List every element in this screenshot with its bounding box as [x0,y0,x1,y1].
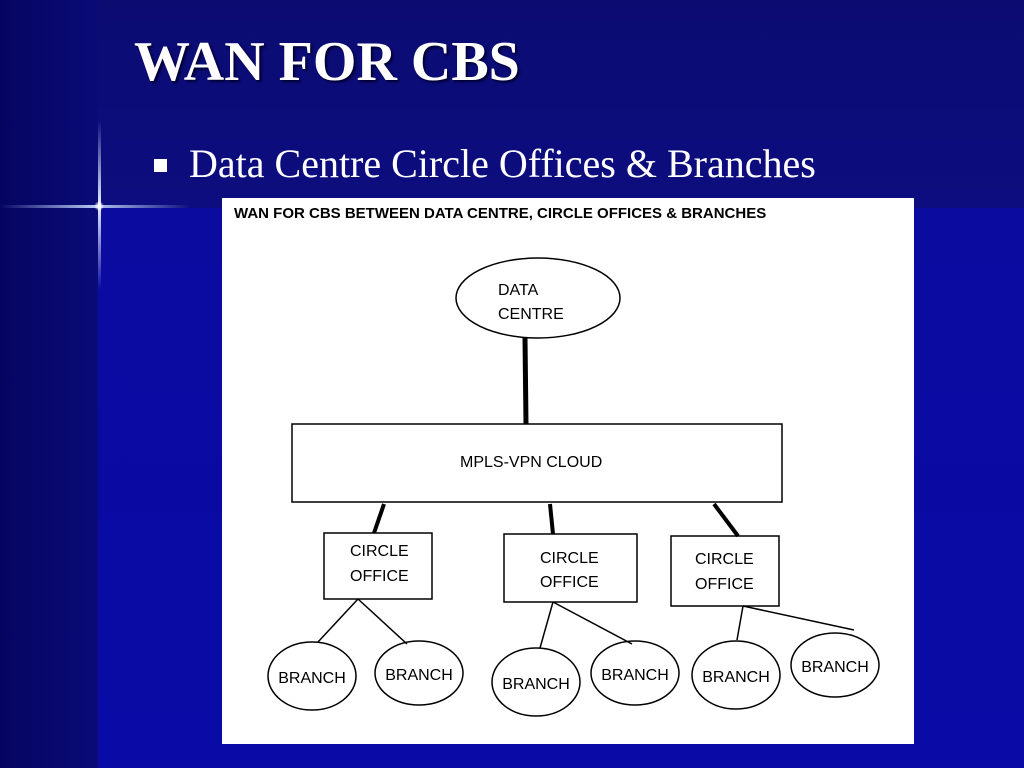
link-office3-branch2 [742,605,855,631]
wan-diagram-svg: WAN FOR CBS BETWEEN DATA CENTRE, CIRCLE … [234,205,880,717]
circle-office-1-box [323,532,433,600]
link-datacentre-cloud [522,337,529,425]
bullet-text: Data Centre Circle Offices & Branches [189,141,816,186]
data-centre-label-line1: DATA [498,282,539,299]
link-cloud-circle-office-3 [712,502,740,538]
branch-1-2-node [374,640,464,706]
circle-office-1-label-line1: CIRCLE [350,543,409,560]
circle-office-2-box [503,533,638,603]
branch-3-2: BRANCH [790,632,880,698]
branch-3-2-label: BRANCH [801,659,869,676]
data-centre-label-line2: CENTRE [498,306,564,323]
branch-3-1-label: BRANCH [702,669,770,686]
branch-2-1-label: BRANCH [502,676,570,693]
circle-office-1: CIRCLE OFFICE [323,532,433,600]
circle-office-2: CIRCLE OFFICE [503,533,638,603]
branch-3-2-node [790,632,880,698]
data-centre-node [455,257,621,339]
mpls-vpn-cloud-node [291,423,783,503]
circle-office-3-box [670,535,780,607]
bullet-item: Data Centre Circle Offices & Branches [154,140,816,187]
link-office2-branch1 [539,601,554,649]
link-office1-branch1 [317,598,359,643]
branch-2-2-label: BRANCH [601,667,669,684]
branch-3-1-node [691,640,781,710]
wan-diagram: WAN FOR CBS BETWEEN DATA CENTRE, CIRCLE … [222,198,914,744]
circle-office-2-label-line2: OFFICE [540,574,599,591]
slide-title: WAN FOR CBS [134,31,520,93]
link-office1-branch2 [357,598,408,645]
mpls-vpn-cloud-label: MPLS-VPN CLOUD [460,454,602,471]
branch-2-1-node [491,647,581,717]
link-cloud-circle-office-1 [372,503,386,534]
circle-office-3-label-line1: CIRCLE [695,551,754,568]
branch-1-1: BRANCH [267,641,357,711]
link-cloud-circle-office-2 [548,503,555,535]
circle-office-3: CIRCLE OFFICE [670,535,780,607]
branch-2-2: BRANCH [590,640,680,706]
bullet-square-icon [154,159,167,172]
branch-1-2-label: BRANCH [385,667,453,684]
branch-2-2-node [590,640,680,706]
circle-office-3-label-line2: OFFICE [695,576,754,593]
branch-1-1-node [267,641,357,711]
branch-2-1: BRANCH [491,647,581,717]
link-office2-branch2 [552,601,633,645]
light-flare-center [94,201,104,211]
link-office3-branch1 [736,605,744,641]
top-background-band [98,0,1024,208]
left-background-band [0,0,98,768]
circle-office-1-label-line2: OFFICE [350,568,409,585]
diagram-heading: WAN FOR CBS BETWEEN DATA CENTRE, CIRCLE … [234,205,766,222]
circle-office-2-label-line1: CIRCLE [540,550,599,567]
branch-1-1-label: BRANCH [278,670,346,687]
branch-1-2: BRANCH [374,640,464,706]
branch-3-1: BRANCH [691,640,781,710]
